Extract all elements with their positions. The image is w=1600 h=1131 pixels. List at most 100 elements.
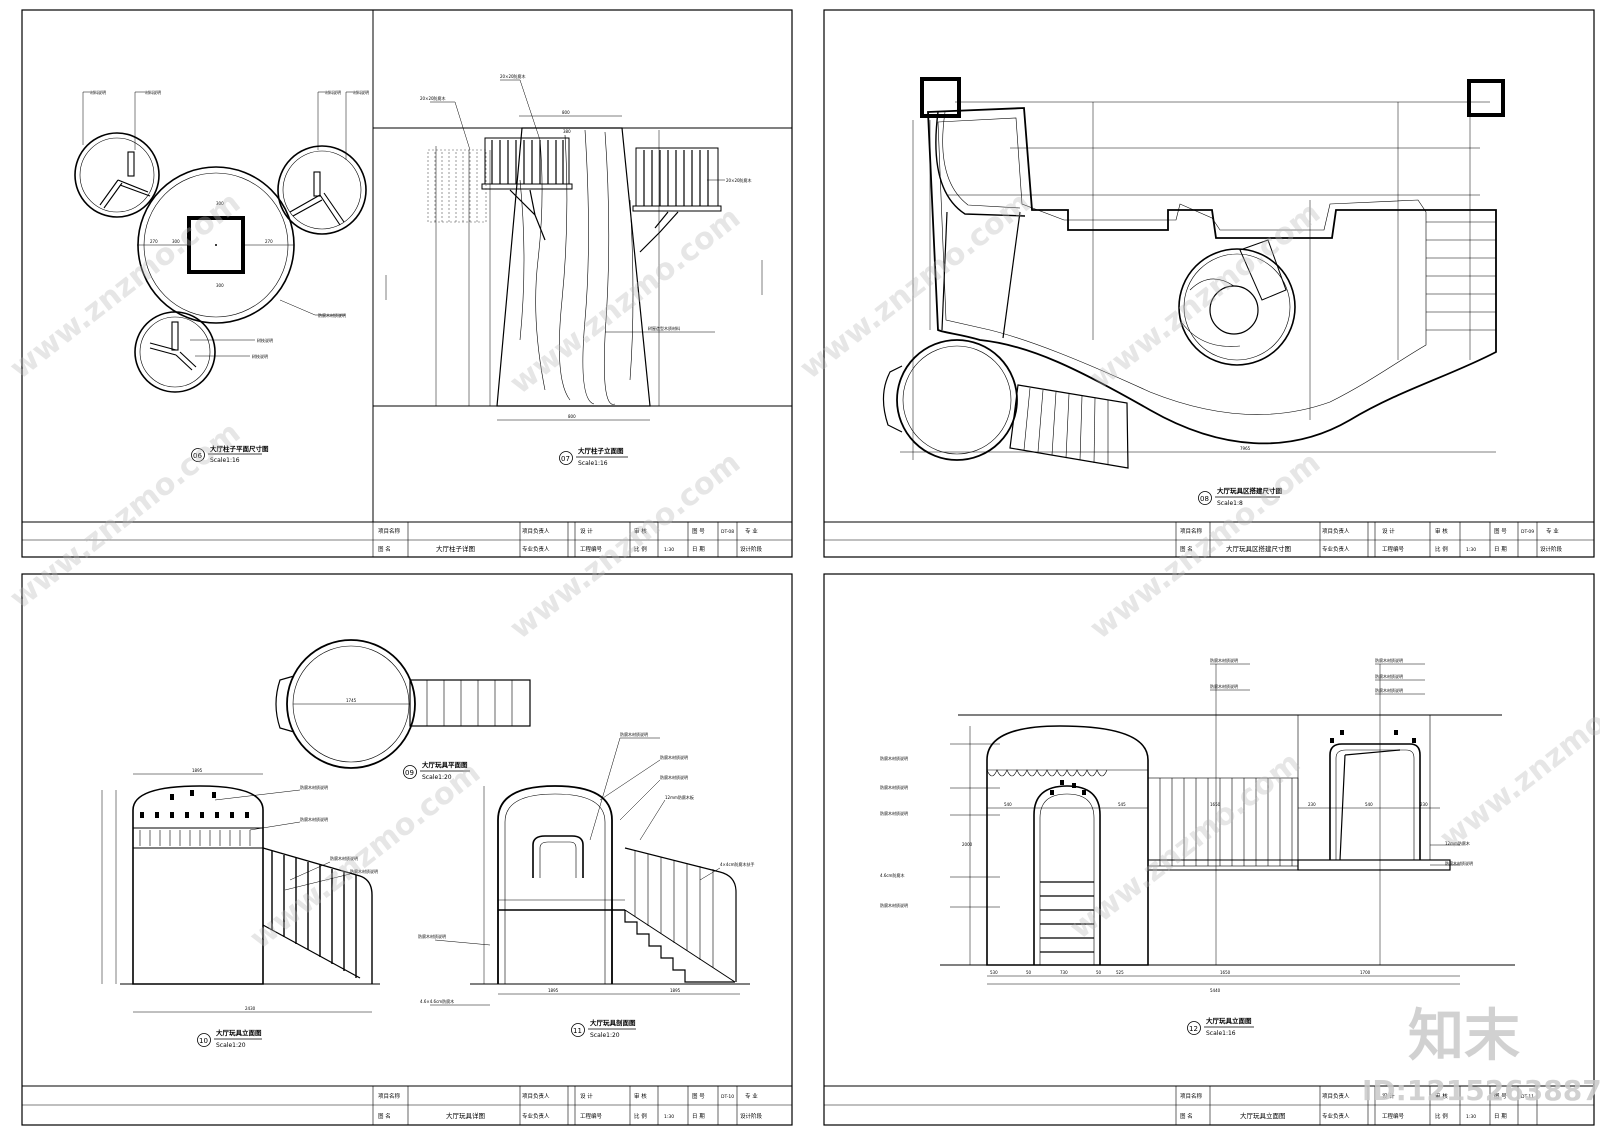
svg-text:1895: 1895	[670, 988, 681, 993]
svg-text:比 例: 比 例	[1435, 545, 1448, 553]
svg-text:图 名: 图 名	[378, 545, 391, 553]
svg-text:防腐木材质说明: 防腐木材质说明	[620, 731, 648, 737]
svg-text:日 期: 日 期	[692, 546, 705, 553]
svg-text:图 号: 图 号	[692, 1092, 705, 1100]
svg-text:4.6×4.6cm防腐木: 4.6×4.6cm防腐木	[420, 998, 454, 1004]
svg-text:设 计: 设 计	[580, 1092, 593, 1100]
svg-text:工程编号: 工程编号	[580, 1112, 603, 1120]
svg-text:230: 230	[1420, 802, 1428, 807]
brand-logo: 知末 ID:1215263887	[1362, 1004, 1600, 1107]
svg-text:项目名称: 项目名称	[1180, 527, 1203, 535]
view-08-play-area-plan: 7965 08 大厅玩具区搭建尺寸图 Scale1:8	[882, 77, 1505, 507]
svg-text:项目名称: 项目名称	[378, 527, 401, 535]
svg-text:1:30: 1:30	[1466, 1114, 1476, 1120]
svg-text:防腐木材质说明: 防腐木材质说明	[1210, 683, 1238, 689]
svg-text:设计阶段: 设计阶段	[1540, 545, 1563, 553]
svg-text:www.znzmo.com: www.znzmo.com	[503, 445, 747, 646]
svg-text:1895: 1895	[192, 768, 203, 773]
sheet-frame-3	[21, 573, 793, 1126]
svg-text:380: 380	[563, 129, 571, 134]
svg-text:20×20防腐木: 20×20防腐木	[420, 95, 446, 101]
svg-text:防腐木材质说明: 防腐木材质说明	[318, 312, 346, 318]
svg-text:图 号: 图 号	[1494, 527, 1507, 535]
svg-text:www.znzmo.com: www.znzmo.com	[3, 415, 247, 616]
view-11-title: 大厅玩具剖面图	[590, 1018, 636, 1027]
svg-text:专业负责人: 专业负责人	[1322, 545, 1350, 553]
svg-text:防腐木材质说明: 防腐木材质说明	[1375, 687, 1403, 693]
svg-text:530: 530	[990, 970, 998, 975]
view-07-title: 大厅柱子立面图	[578, 446, 624, 455]
svg-text:设 计: 设 计	[1382, 1092, 1395, 1100]
svg-text:项目名称: 项目名称	[1180, 1092, 1203, 1100]
svg-text:项目负责人: 项目负责人	[522, 1092, 550, 1100]
svg-text:50: 50	[1096, 970, 1102, 975]
svg-text:图 号: 图 号	[1494, 1092, 1507, 1100]
svg-text:www.znzmo.com: www.znzmo.com	[1083, 195, 1327, 396]
view-12-title: 大厅玩具立面图	[1206, 1016, 1252, 1025]
svg-text:专业负责人: 专业负责人	[1322, 1112, 1350, 1120]
svg-text:专 业: 专 业	[745, 1092, 758, 1100]
svg-text:树屋造型木质材料: 树屋造型木质材料	[648, 325, 680, 331]
svg-text:图 名: 图 名	[378, 1112, 391, 1120]
svg-text:525: 525	[1116, 970, 1124, 975]
svg-text:图 名: 图 名	[1180, 1112, 1193, 1120]
svg-text:540: 540	[1004, 802, 1012, 807]
svg-text:专 业: 专 业	[745, 527, 758, 535]
svg-text:日 期: 日 期	[1494, 1113, 1507, 1120]
svg-text:专 业: 专 业	[1546, 527, 1559, 535]
title-block-grid-1	[22, 522, 792, 557]
svg-text:50: 50	[1026, 970, 1032, 975]
view-09-toy-plan: 1745 09 大厅玩具平面图 Scale1:20	[275, 639, 531, 781]
svg-text:材料说明: 材料说明	[353, 89, 369, 95]
svg-text:230: 230	[1308, 802, 1316, 807]
svg-text:DT-11: DT-11	[1521, 1094, 1534, 1100]
sheet-frame-2	[823, 9, 1595, 558]
svg-text:设计阶段: 设计阶段	[740, 1112, 763, 1120]
title-block-grid-4	[824, 1086, 1594, 1125]
svg-text:设 计: 设 计	[580, 527, 593, 535]
svg-text:工程编号: 工程编号	[580, 545, 603, 553]
svg-text:20×20防腐木: 20×20防腐木	[726, 177, 752, 183]
svg-text:工程编号: 工程编号	[1382, 1112, 1405, 1120]
svg-text:工程编号: 工程编号	[1382, 545, 1405, 553]
svg-text:防腐木材质说明: 防腐木材质说明	[300, 816, 328, 822]
svg-text:日 期: 日 期	[1494, 546, 1507, 553]
svg-text:专业负责人: 专业负责人	[522, 545, 550, 553]
svg-text:防腐木材质说明: 防腐木材质说明	[300, 784, 328, 790]
svg-text:12: 12	[1189, 1025, 1198, 1033]
drawing-title-1: 大厅柱子详图	[436, 544, 475, 553]
svg-text:比 例: 比 例	[1435, 1112, 1448, 1120]
svg-text:Scale1:16: Scale1:16	[210, 457, 240, 464]
svg-text:审 核: 审 核	[1435, 527, 1448, 535]
svg-text:项目名称: 项目名称	[378, 1092, 401, 1100]
svg-text:4×4cm防腐木扶手: 4×4cm防腐木扶手	[720, 861, 755, 867]
svg-text:DT-08: DT-08	[721, 529, 734, 535]
svg-text:300: 300	[172, 239, 180, 244]
svg-text:专业负责人: 专业负责人	[522, 1112, 550, 1120]
svg-text:08: 08	[1200, 495, 1209, 503]
title-block-text-4: 项目名称 图 名 大厅玩具立面图 项目负责人 专业负责人 设 计 工程编号 审 …	[1180, 1092, 1534, 1120]
svg-text:Scale1:16: Scale1:16	[1206, 1030, 1236, 1037]
svg-text:5440: 5440	[1210, 988, 1221, 993]
svg-text:06: 06	[193, 452, 202, 460]
svg-text:10: 10	[199, 1037, 208, 1045]
svg-text:20×20防腐木: 20×20防腐木	[500, 73, 526, 79]
svg-text:防腐木材质说明: 防腐木材质说明	[880, 784, 908, 790]
sheet-frame-1	[21, 9, 793, 558]
svg-text:1:30: 1:30	[1466, 547, 1476, 553]
watermark-layer: www.znzmo.com www.znzmo.com www.znzmo.co…	[3, 185, 1600, 956]
view-06-title: 大厅柱子平面尺寸图	[210, 444, 269, 453]
svg-text:DT-09: DT-09	[1521, 529, 1534, 535]
svg-text:材料说明: 材料说明	[145, 89, 161, 95]
svg-text:730: 730	[1060, 970, 1068, 975]
title-block-text-1: 项目名称 图 名 大厅柱子详图 项目负责人 专业负责人 设 计 工程编号 审 核…	[378, 527, 763, 553]
svg-text:防腐木材质说明: 防腐木材质说明	[660, 754, 688, 760]
svg-text:1650: 1650	[1220, 970, 1231, 975]
title-block-text-2: 项目名称 图 名 大厅玩具区搭建尺寸图 项目负责人 专业负责人 设 计 工程编号…	[1180, 527, 1563, 553]
svg-text:防腐木材质说明: 防腐木材质说明	[660, 774, 688, 780]
svg-text:比 例: 比 例	[634, 545, 647, 553]
svg-text:800: 800	[562, 110, 570, 115]
